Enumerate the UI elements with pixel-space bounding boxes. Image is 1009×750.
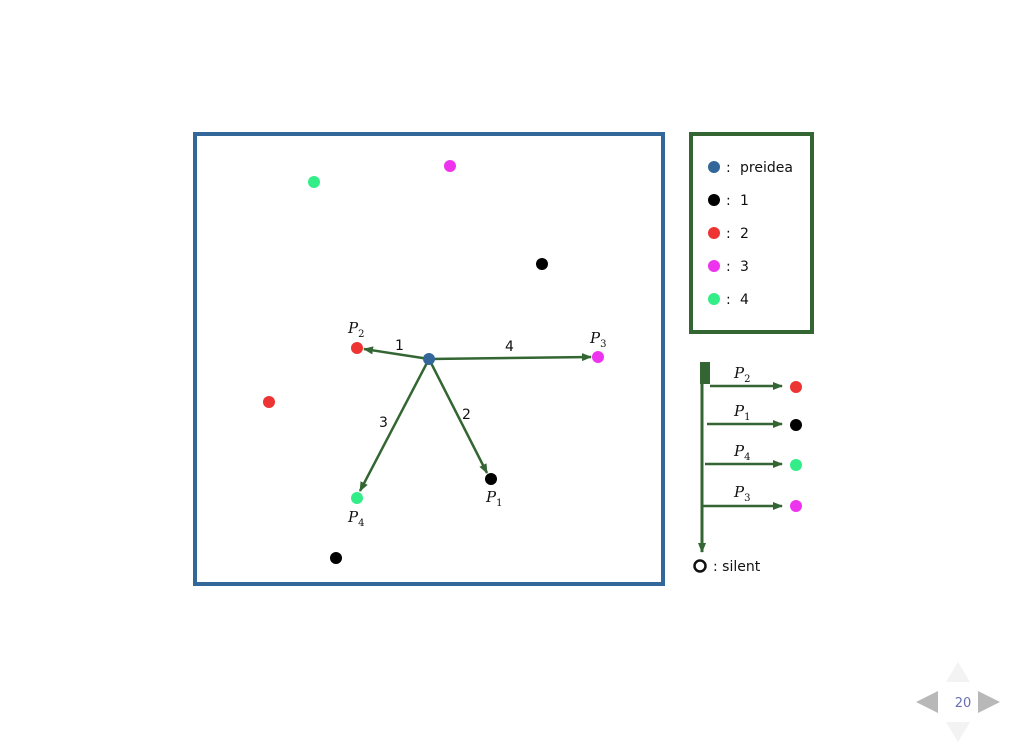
legend-label: 1 [740, 193, 749, 209]
order-bar [700, 362, 710, 384]
point-label-p1: P1 [485, 488, 502, 509]
silent-label: : silent [713, 559, 761, 575]
order-label-p1: P1 [733, 402, 750, 423]
legend-dot [708, 260, 720, 272]
legend-label: preidea [740, 160, 793, 176]
legend-label: 4 [740, 292, 749, 308]
arrow-label-3: 3 [379, 415, 388, 431]
point-red-left [263, 396, 275, 408]
nav-up-icon [946, 662, 970, 682]
arrow-to-p4 [358, 358, 431, 492]
legend-sep: : [726, 292, 731, 308]
arrows [358, 346, 592, 492]
triangle-right-icon[interactable] [978, 691, 1000, 713]
order-label-p4: P4 [733, 442, 750, 463]
order-dot-magenta [790, 500, 802, 512]
point-green-top [308, 176, 320, 188]
order-label-p2: P2 [733, 364, 750, 385]
point-preidea [423, 353, 435, 365]
slide-nav: 20 [916, 662, 1000, 742]
arrow-to-p3 [428, 353, 592, 362]
legend-dot [708, 227, 720, 239]
legend-dot [708, 161, 720, 173]
order-diagram: P2 P1 P4 P3 : silent [693, 362, 802, 575]
arrow-to-p2 [363, 346, 430, 361]
nav-down-icon [946, 722, 970, 742]
point-label-p3: P3 [589, 329, 606, 350]
point-p3 [592, 351, 604, 363]
arrow-to-p1 [427, 358, 489, 474]
page-number: 20 [955, 696, 972, 711]
legend-item-3: : 3 [708, 259, 749, 275]
points [263, 160, 604, 564]
legend-sep: : [726, 226, 731, 242]
legend-dot [708, 293, 720, 305]
arrow-label-4: 4 [505, 339, 514, 355]
legend-dot [708, 194, 720, 206]
triangle-left-icon[interactable] [916, 691, 938, 713]
point-label-p4: P4 [347, 508, 364, 529]
point-black-top [536, 258, 548, 270]
silent-marker [693, 559, 707, 573]
point-p1 [485, 473, 497, 485]
legend-label: 2 [740, 226, 749, 242]
point-label-p2: P2 [347, 319, 364, 340]
arrow-label-2: 2 [462, 407, 471, 423]
order-label-p3: P3 [733, 483, 750, 504]
arrow-label-1: 1 [395, 338, 404, 354]
legend-item-2: : 2 [708, 226, 749, 242]
point-p4 [351, 492, 363, 504]
legend-sep: : [726, 193, 731, 209]
legend-frame [689, 132, 814, 334]
point-p2 [351, 342, 363, 354]
legend: : preidea : 1 : 2 : 3 : 4 [708, 160, 793, 308]
order-dot-red [790, 381, 802, 393]
order-dot-black [790, 419, 802, 431]
diagram-frame [193, 132, 665, 586]
legend-label: 3 [740, 259, 749, 275]
point-black-bottom [330, 552, 342, 564]
legend-item-4: : 4 [708, 292, 749, 308]
legend-sep: : [726, 160, 731, 176]
point-magenta-top [444, 160, 456, 172]
legend-item-1: : 1 [708, 193, 749, 209]
order-dot-green [790, 459, 802, 471]
legend-sep: : [726, 259, 731, 275]
legend-item-preidea: : preidea [708, 160, 793, 176]
